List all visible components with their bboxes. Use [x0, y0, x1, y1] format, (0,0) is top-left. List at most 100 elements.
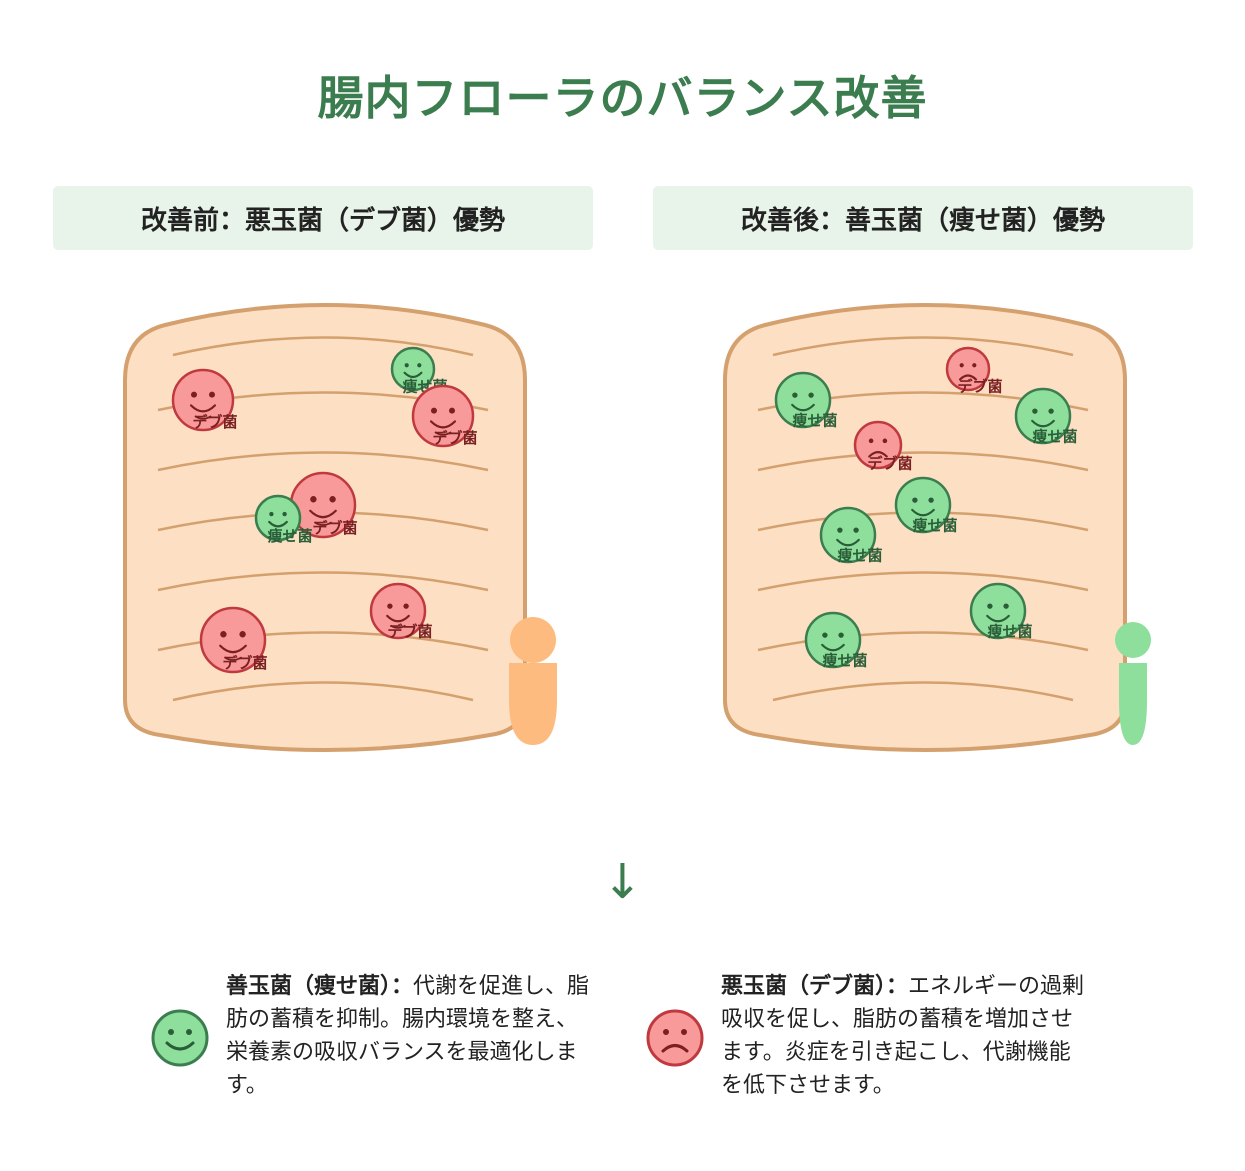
page-title: 腸内フローラのバランス改善 — [317, 71, 928, 125]
bacterium-body — [390, 346, 436, 392]
bacterium-mouth — [836, 538, 860, 547]
bacterium-label: 痩せ菌 — [987, 623, 1032, 641]
good-bacterium-7: 痩せ菌 — [774, 371, 838, 430]
legend-good-description: 代謝を促進し、脂肪の蓄積を抑制。腸内環境を整え、栄養素の吸収バランスを最適化しま… — [226, 974, 590, 1098]
bacterium-mouth — [868, 451, 888, 458]
bacterium-body — [774, 371, 832, 429]
panel-header-before-label: 改善前：悪玉菌（デブ菌）優勢 — [140, 205, 505, 236]
good-bacterium-11: 痩せ菌 — [894, 476, 958, 535]
bacterium-mouth — [429, 420, 457, 429]
bacterium-mouth — [791, 403, 815, 412]
bacterium-label: デブ菌 — [312, 519, 357, 537]
bacterium-body — [1014, 387, 1072, 445]
person-icon-slim — [1115, 622, 1151, 745]
bacterium-eye — [987, 603, 993, 609]
bacterium-eye — [868, 438, 874, 444]
good-bacterium-12: 痩せ菌 — [819, 506, 883, 565]
bacterium-mouth — [986, 614, 1010, 623]
gut-flora-diagram: デブ菌痩せ菌デブ菌デブ菌痩せ菌デブ菌デブ菌痩せ菌デブ菌痩せ菌デブ菌痩せ菌痩せ菌痩… — [123, 303, 1151, 752]
bad-bacterium-3: デブ菌 — [289, 471, 358, 539]
bacterium-mouth — [309, 509, 337, 519]
bacterium-label: デブ菌 — [957, 378, 1002, 396]
bacterium-label: 痩せ菌 — [837, 547, 882, 565]
bacterium-eye — [837, 527, 843, 533]
bacterium-eye — [1048, 408, 1054, 414]
bacterium-body — [969, 582, 1027, 640]
bacterium-mouth — [958, 374, 978, 381]
bacterium-mouth — [911, 508, 935, 517]
bacterium-eye — [404, 363, 409, 368]
legend-good-bacteria: 善玉菌（痩せ菌）：代謝を促進し、脂肪の蓄積を抑制。腸内環境を整え、栄養素の吸収バ… — [150, 970, 630, 1110]
bacterium-mouth — [219, 644, 247, 654]
bad-bacterium-5: デブ菌 — [369, 582, 433, 641]
bacterium-chin — [314, 521, 332, 526]
bacterium-eye — [329, 496, 336, 503]
bacterium-label: デブ菌 — [222, 654, 267, 672]
good-bacterium-13: 痩せ菌 — [969, 582, 1033, 641]
legend-good-text: 善玉菌（痩せ菌）：代謝を促進し、脂肪の蓄積を抑制。腸内環境を整え、栄養素の吸収バ… — [226, 970, 596, 1102]
good-bacterium-4: 痩せ菌 — [254, 494, 313, 545]
bacterium-eye — [282, 511, 287, 517]
legend-bad-description: エネルギーの過剰吸収を促し、脂肪の蓄積を増加させます。炎症を引き起こし、代謝機能… — [721, 974, 1085, 1098]
bacterium-mouth — [1031, 419, 1055, 428]
panel-header-after: 改善後：善玉菌（痩せ菌）優勢 — [653, 186, 1193, 250]
bacterium-body — [369, 582, 427, 640]
bacterium-mouth — [386, 614, 410, 623]
bacterium-label: デブ菌 — [432, 429, 477, 447]
bacterium-eye — [792, 392, 798, 398]
bacterium-eye — [239, 631, 246, 638]
good-bacterium-14: 痩せ菌 — [804, 611, 868, 670]
panel-header-before: 改善前：悪玉菌（デブ菌）優勢 — [53, 186, 593, 250]
smiley-face-icon — [151, 1009, 209, 1067]
bacterium-eye — [1003, 603, 1009, 609]
bad-bacterium-0: デブ菌 — [171, 368, 238, 432]
bacterium-body — [853, 420, 903, 470]
bacterium-body — [411, 384, 475, 448]
bacterium-body — [254, 494, 302, 542]
bacterium-eye — [882, 438, 888, 444]
bacterium-label: デブ菌 — [387, 623, 432, 641]
bacterium-eye — [853, 527, 859, 533]
bacterium-label: デブ菌 — [192, 413, 237, 431]
bacterium-mouth — [268, 520, 288, 528]
bacterium-chin — [434, 431, 452, 436]
legend-bad-text: 悪玉菌（デブ菌）：エネルギーの過剰吸収を促し、脂肪の蓄積を増加させます。炎症を引… — [721, 970, 1091, 1102]
bacterium-body — [171, 368, 235, 432]
bacterium-label: 痩せ菌 — [822, 652, 867, 670]
bacterium-eye — [387, 603, 393, 609]
bacterium-eye — [403, 603, 409, 609]
bacterium-chin — [224, 656, 242, 661]
bacterium-eye — [431, 407, 437, 414]
frowning-face-icon — [646, 1009, 704, 1067]
bad-bacterium-6: デブ菌 — [199, 606, 268, 674]
bacterium-eye — [417, 363, 422, 368]
bacterium-label: 痩せ菌 — [1032, 428, 1077, 446]
bacterium-eye — [808, 392, 814, 398]
bacterium-eye — [972, 363, 977, 368]
bacterium-body — [894, 476, 952, 534]
bacterium-eye — [822, 632, 828, 638]
bacterium-mouth — [189, 404, 217, 413]
legend-bad-sep: ： — [886, 974, 909, 999]
person-icon-overweight — [509, 617, 557, 745]
bacterium-eye — [928, 497, 934, 503]
bacterium-eye — [310, 496, 317, 503]
bacterium-chin — [390, 624, 406, 629]
good-bacterium-9: 痩せ菌 — [1014, 387, 1078, 446]
legend-good-term: 善玉菌（痩せ菌） — [226, 974, 392, 999]
good-bacterium-1: 痩せ菌 — [390, 346, 448, 396]
legend-good-sep: ： — [391, 974, 414, 999]
bad-bacterium-2: デブ菌 — [411, 384, 478, 448]
bacterium-eye — [959, 363, 964, 368]
bacterium-label: 痩せ菌 — [267, 527, 312, 545]
legend-bad-term: 悪玉菌（デブ菌） — [721, 974, 887, 999]
bacterium-eye — [269, 511, 274, 517]
bacterium-label: 痩せ菌 — [912, 517, 957, 535]
bacterium-chin — [194, 415, 212, 420]
panel-header-after-label: 改善後：善玉菌（痩せ菌）優勢 — [740, 205, 1105, 236]
bad-bacterium-10: デブ菌 — [853, 420, 913, 473]
bacterium-eye — [449, 407, 455, 414]
bacterium-body — [945, 346, 991, 392]
bacterium-body — [804, 611, 862, 669]
bacterium-eye — [191, 391, 197, 398]
